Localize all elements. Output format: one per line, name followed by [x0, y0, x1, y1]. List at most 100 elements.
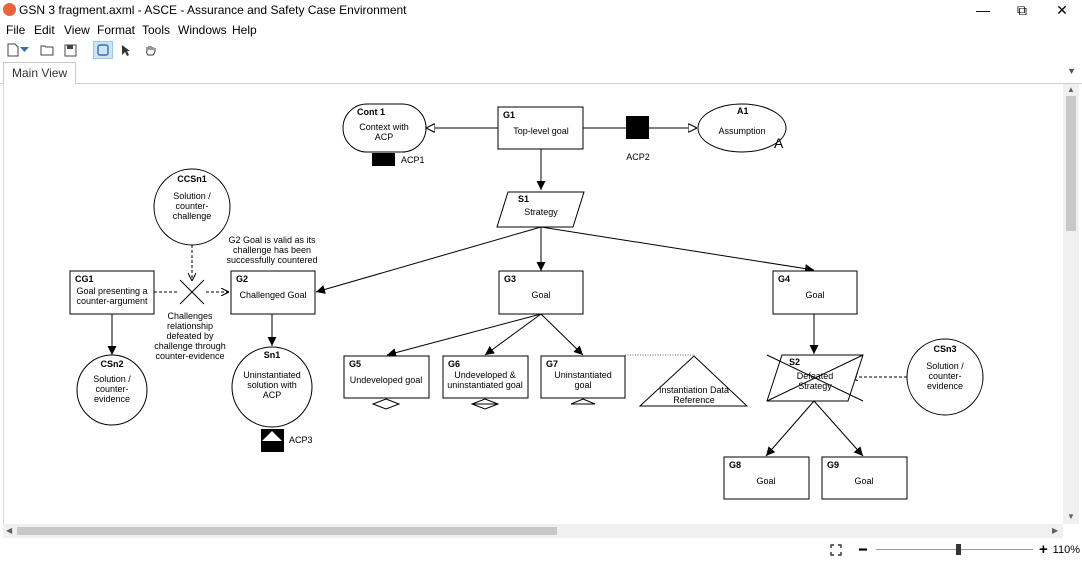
scroll-down-icon[interactable]: ▼: [1067, 512, 1075, 521]
tab-list-chevron-icon[interactable]: ▼: [1067, 66, 1076, 76]
menu-windows[interactable]: Windows: [178, 23, 227, 37]
node-text: Solution /: [93, 374, 131, 384]
menu-file[interactable]: File: [6, 23, 26, 37]
diagram-canvas[interactable]: Cont 1 Context with ACP ACP1 G1 Top-leve…: [3, 84, 1064, 524]
tab-main-view[interactable]: Main View: [3, 62, 77, 84]
node-text: Goal: [531, 290, 550, 300]
node-text: Solution /: [926, 361, 964, 371]
node-text: Goal: [756, 476, 775, 486]
link-g3-g5[interactable]: [386, 313, 542, 358]
assumption-a1[interactable]: A1 Assumption A: [697, 103, 787, 153]
node-id: G7: [546, 359, 558, 369]
rectangle-select-icon[interactable]: [93, 41, 113, 59]
node-text: evidence: [927, 381, 963, 391]
node-text: Uninstantiated: [554, 370, 612, 380]
app-logo-icon: [3, 3, 16, 16]
node-text: ACP: [263, 390, 282, 400]
goal-g5[interactable]: G5 Undeveloped goal: [343, 355, 430, 410]
zoom-level: 110%: [1052, 544, 1080, 556]
acp1-marker-icon: [372, 153, 395, 166]
node-text: Undeveloped goal: [350, 375, 423, 385]
horizontal-scrollbar[interactable]: ◀ ▶: [3, 524, 1063, 538]
link-g3-g7[interactable]: [540, 313, 584, 356]
node-text: Uninstantiated: [243, 370, 301, 380]
open-folder-icon[interactable]: [38, 41, 56, 59]
connectors: [107, 128, 907, 457]
annotation-challenge-note: Challenges relationship defeated by chal…: [154, 311, 226, 361]
scroll-left-icon[interactable]: ◀: [6, 526, 13, 535]
strategy-s1[interactable]: S1 Strategy: [496, 191, 585, 228]
goal-g1[interactable]: G1 Top-level goal: [497, 106, 584, 150]
challenge-defeat-cross-icon[interactable]: [179, 279, 205, 305]
link-s2-g9[interactable]: [813, 400, 864, 457]
link-s1-g4[interactable]: [540, 226, 815, 274]
link-s1-g2[interactable]: [315, 226, 542, 294]
node-text: Top-level goal: [513, 126, 569, 136]
scroll-up-icon[interactable]: ▲: [1067, 85, 1075, 94]
uninstantiated-triangle-icon: [570, 398, 596, 405]
svg-text:challenge has been: challenge has been: [233, 245, 311, 255]
instantiation-data-reference[interactable]: Instantiation Data Reference: [638, 355, 749, 407]
node-text: Challenged Goal: [239, 290, 306, 300]
pan-hand-icon[interactable]: [141, 41, 159, 59]
menu-edit[interactable]: Edit: [34, 23, 55, 37]
solution-sn1[interactable]: Sn1 Uninstantiated solution with ACP: [231, 346, 313, 428]
menu-bar: File Edit View Format Tools Windows Help: [0, 22, 1082, 40]
acp2-marker-icon: [626, 116, 649, 139]
toolbar: [0, 40, 1082, 60]
menu-help[interactable]: Help: [232, 23, 257, 37]
goal-g7[interactable]: G7 Uninstantiated goal: [540, 355, 626, 405]
solution-csn3[interactable]: CSn3 Solution / counter- evidence: [906, 338, 984, 416]
minimize-button[interactable]: —: [976, 2, 990, 18]
node-id: CSn2: [100, 359, 123, 369]
node-id: S2: [789, 357, 800, 367]
link-g3-g6[interactable]: [484, 313, 542, 356]
window-title: GSN 3 fragment.axml - ASCE - Assurance a…: [19, 3, 407, 17]
vertical-scroll-thumb[interactable]: [1066, 96, 1076, 231]
node-id: G3: [504, 274, 516, 284]
link-s2-g8[interactable]: [765, 400, 815, 457]
goal-g9[interactable]: G9 Goal: [821, 456, 908, 500]
restore-button[interactable]: ⧉: [1017, 1, 1027, 18]
node-text: counter-argument: [76, 296, 148, 306]
zoom-slider-thumb[interactable]: [956, 544, 961, 555]
node-id: G1: [503, 110, 515, 120]
menu-tools[interactable]: Tools: [142, 23, 171, 37]
solution-ccsn1[interactable]: CCSn1 Solution / counter- challenge: [153, 168, 231, 246]
fit-to-window-icon[interactable]: [830, 543, 842, 561]
menu-view[interactable]: View: [64, 23, 90, 37]
node-id: G8: [729, 460, 741, 470]
new-file-icon[interactable]: [4, 41, 22, 59]
goal-g6[interactable]: G6 Undeveloped & uninstantiated goal: [442, 355, 529, 410]
solution-csn2[interactable]: CSn2 Solution / counter- evidence: [76, 354, 148, 426]
acp3-marker-icon: [261, 429, 284, 452]
acp2-label: ACP2: [626, 152, 650, 162]
strategy-s2-defeated[interactable]: S2 Defeated Strategy: [766, 354, 864, 402]
menu-format[interactable]: Format: [97, 23, 136, 37]
node-text: uninstantiated goal: [447, 380, 523, 390]
save-icon[interactable]: [61, 41, 79, 59]
pointer-icon[interactable]: [117, 41, 135, 59]
node-text: counter-: [175, 201, 208, 211]
svg-text:successfully countered: successfully countered: [226, 255, 317, 265]
zoom-slider-track[interactable]: [876, 549, 1033, 550]
node-id: A1: [737, 106, 749, 116]
zoom-in-icon[interactable]: +: [1039, 541, 1048, 558]
node-id: Sn1: [264, 350, 281, 360]
goal-g2[interactable]: G2 Challenged Goal: [230, 270, 316, 315]
acp3-label: ACP3: [289, 435, 313, 445]
goal-cg1[interactable]: CG1 Goal presenting a counter-argument: [69, 270, 155, 315]
node-id: Cont 1: [357, 107, 385, 117]
annotation-g2-note: G2 Goal is valid as its challenge has be…: [226, 235, 317, 265]
node-text: Context with: [359, 122, 409, 132]
goal-g3[interactable]: G3 Goal: [498, 270, 584, 315]
horizontal-scroll-thumb[interactable]: [17, 527, 557, 535]
goal-g4[interactable]: G4 Goal: [772, 270, 858, 315]
context-cont1[interactable]: Cont 1 Context with ACP: [342, 103, 427, 153]
scroll-right-icon[interactable]: ▶: [1052, 526, 1059, 535]
goal-g8[interactable]: G8 Goal: [723, 456, 810, 500]
close-button[interactable]: ✕: [1056, 1, 1068, 18]
new-dropdown-chevron-icon[interactable]: [18, 41, 30, 59]
vertical-scrollbar[interactable]: ▲ ▼: [1063, 84, 1079, 524]
zoom-out-icon[interactable]: ━: [859, 542, 867, 557]
